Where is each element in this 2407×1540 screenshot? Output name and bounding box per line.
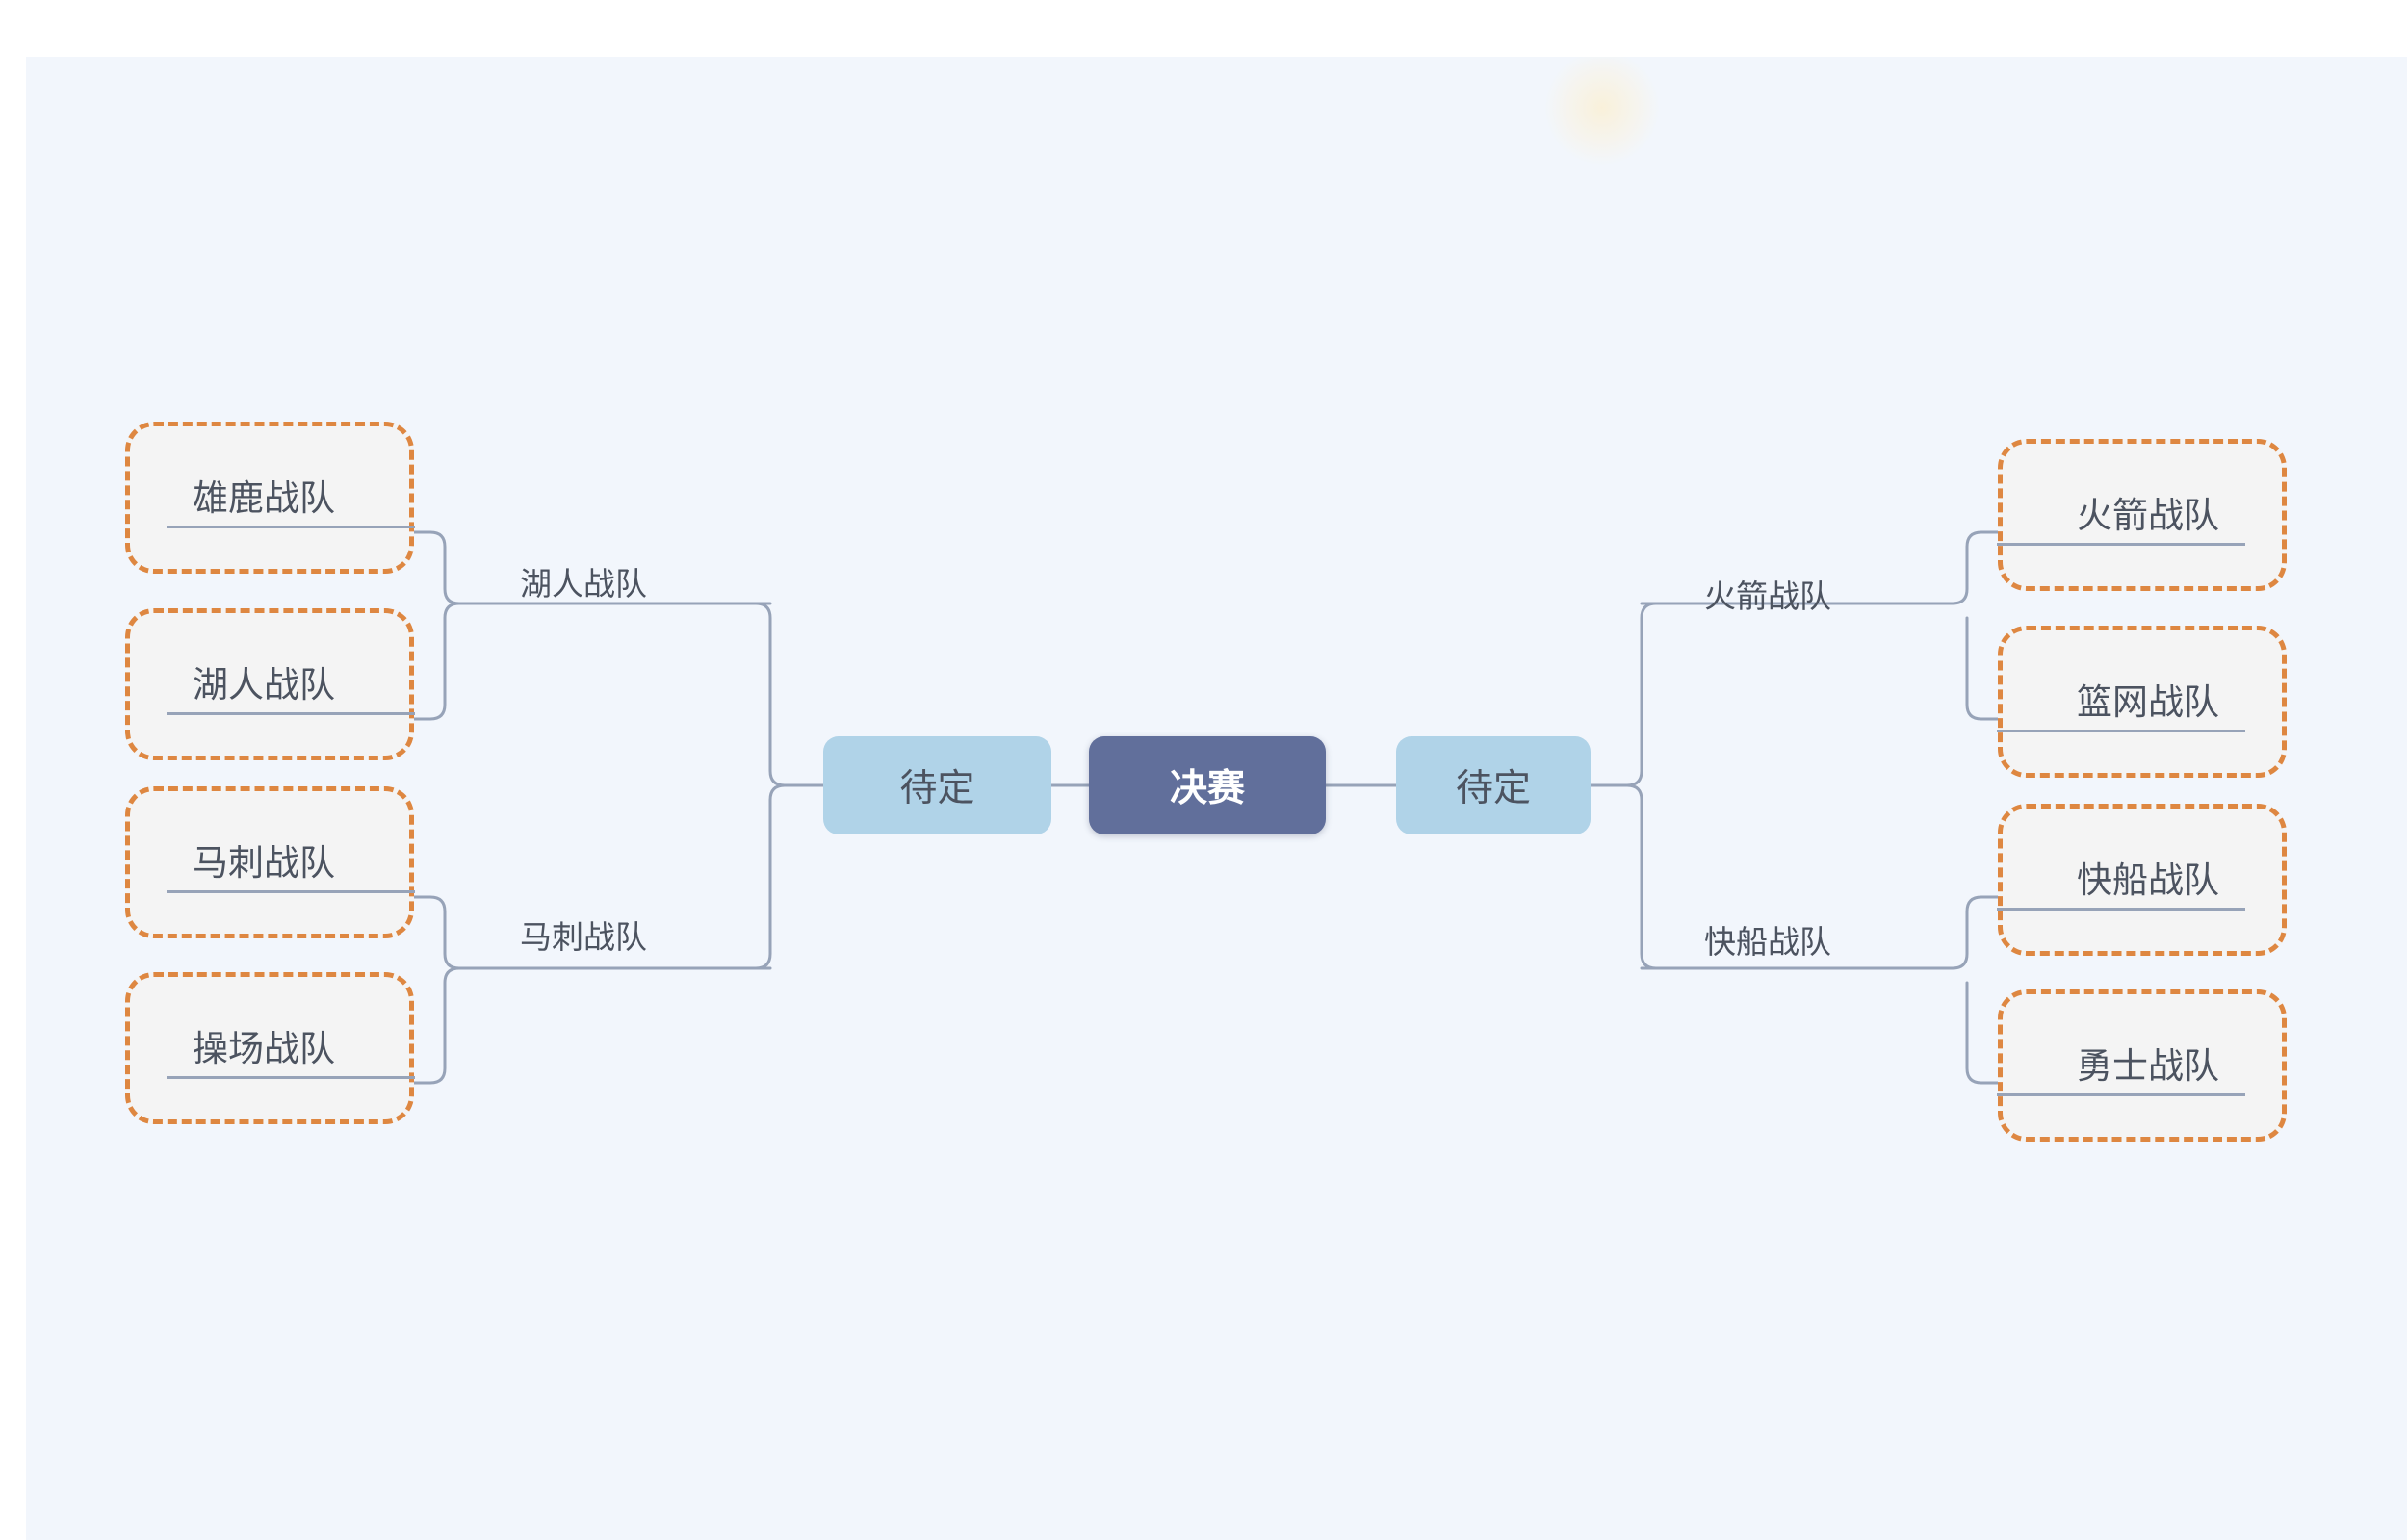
team-rule: [1997, 1093, 2245, 1096]
team-label: 操场战队: [193, 1028, 335, 1068]
team-rule: [1997, 730, 2245, 732]
semifinal-label-right: 待定: [1455, 768, 1531, 809]
team-rule: [1997, 543, 2245, 546]
semifinal-label-left: 待定: [899, 768, 975, 809]
team-node-right-3[interactable]: 快船战队: [1997, 804, 2287, 956]
team-label: 火箭战队: [2077, 495, 2219, 535]
team-node-right-1[interactable]: 火箭战队: [1997, 439, 2287, 591]
team-label: 勇士战队: [2077, 1045, 2219, 1086]
final-node[interactable]: 决赛: [1089, 736, 1326, 834]
edge-label-right-match-1: 火箭战队: [1704, 578, 1831, 614]
team-label: 雄鹿战队: [193, 477, 335, 518]
team-node-left-3[interactable]: 马刺战队: [125, 786, 415, 938]
team-rule: [167, 712, 415, 715]
team-rule: [1997, 908, 2245, 911]
final-label: 决赛: [1169, 768, 1245, 809]
team-node-left-1[interactable]: 雄鹿战队: [125, 422, 415, 574]
team-node-right-2[interactable]: 篮网战队: [1997, 626, 2287, 778]
team-label: 快船战队: [2077, 860, 2219, 900]
team-rule: [167, 526, 415, 528]
glow-artifact: [1545, 57, 1659, 165]
team-label: 马刺战队: [193, 842, 335, 883]
edge-label-left-match-2: 马刺战队: [520, 919, 647, 955]
team-rule: [167, 1076, 415, 1079]
team-label: 湖人战队: [193, 664, 335, 705]
edge-label-right-match-2: 快船战队: [1704, 924, 1831, 960]
team-node-right-4[interactable]: 勇士战队: [1997, 989, 2287, 1142]
team-node-left-2[interactable]: 湖人战队: [125, 608, 415, 760]
team-rule: [167, 890, 415, 893]
edge-label-left-match-1: 湖人战队: [520, 566, 647, 602]
team-label: 篮网战队: [2077, 681, 2219, 722]
semifinal-node-right[interactable]: 待定: [1396, 736, 1591, 834]
team-node-left-4[interactable]: 操场战队: [125, 972, 415, 1124]
semifinal-node-left[interactable]: 待定: [823, 736, 1051, 834]
